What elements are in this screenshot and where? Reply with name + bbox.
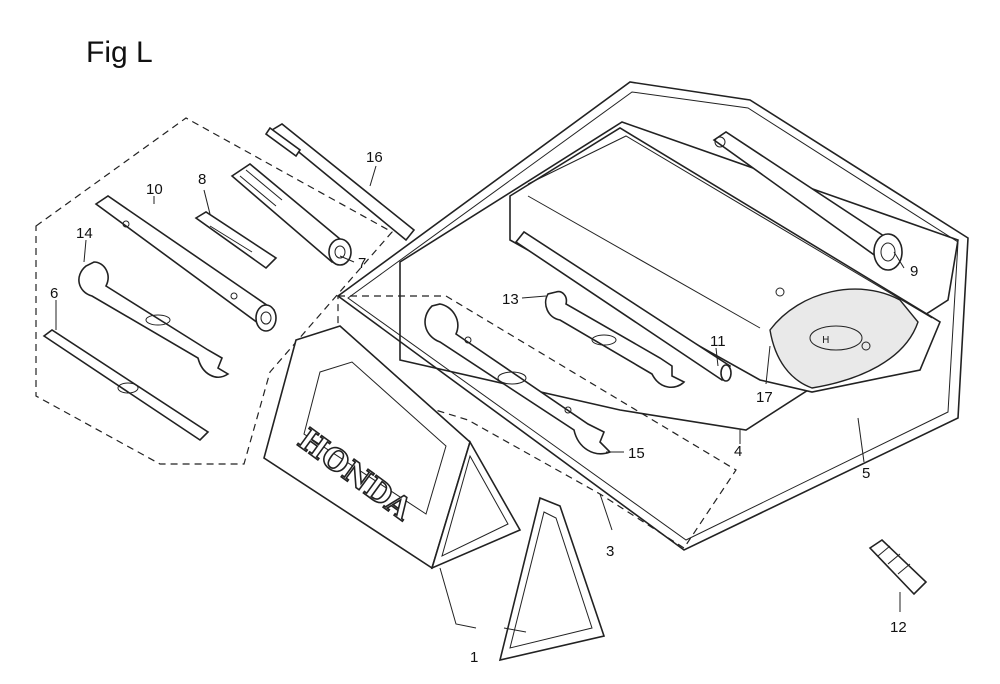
callout-5: 5 xyxy=(862,465,870,482)
callout-9: 9 xyxy=(910,263,918,280)
callout-15: 15 xyxy=(628,445,645,462)
screwdriver-6 xyxy=(42,329,210,442)
callout-4: 4 xyxy=(734,443,742,460)
callout-7: 7 xyxy=(358,255,366,272)
tool-bag: H xyxy=(509,127,942,393)
callout-6: 6 xyxy=(50,285,58,302)
open-wrench-15 xyxy=(424,303,612,455)
screwdriver-16 xyxy=(264,123,416,242)
tool-case: HONDA xyxy=(263,325,522,570)
callout-8: 8 xyxy=(198,171,206,188)
callout-16: 16 xyxy=(366,149,383,166)
outline-group-5 xyxy=(336,81,969,551)
end-cap xyxy=(498,496,606,662)
callout-11: 11 xyxy=(710,333,726,350)
screwdriver-bit-8 xyxy=(194,211,278,270)
open-wrench-13 xyxy=(544,290,686,389)
callout-17: 17 xyxy=(756,389,773,406)
callout-1: 1 xyxy=(470,649,478,666)
callout-12: 12 xyxy=(890,619,907,636)
open-wrench-14 xyxy=(78,261,230,378)
outline-group-tools xyxy=(35,117,393,465)
svg-text:H: H xyxy=(822,335,830,346)
figure-title: Fig L xyxy=(86,36,153,69)
spark-plug-12 xyxy=(868,538,928,596)
handle-bar-11 xyxy=(514,230,732,382)
callout-3: 3 xyxy=(606,543,614,560)
callout-10: 10 xyxy=(146,181,163,198)
callout-13: 13 xyxy=(502,291,519,308)
leader-lines xyxy=(55,165,905,633)
box-wrench-9 xyxy=(712,131,903,271)
callout-14: 14 xyxy=(76,225,93,242)
box-spanner-10 xyxy=(94,195,277,332)
